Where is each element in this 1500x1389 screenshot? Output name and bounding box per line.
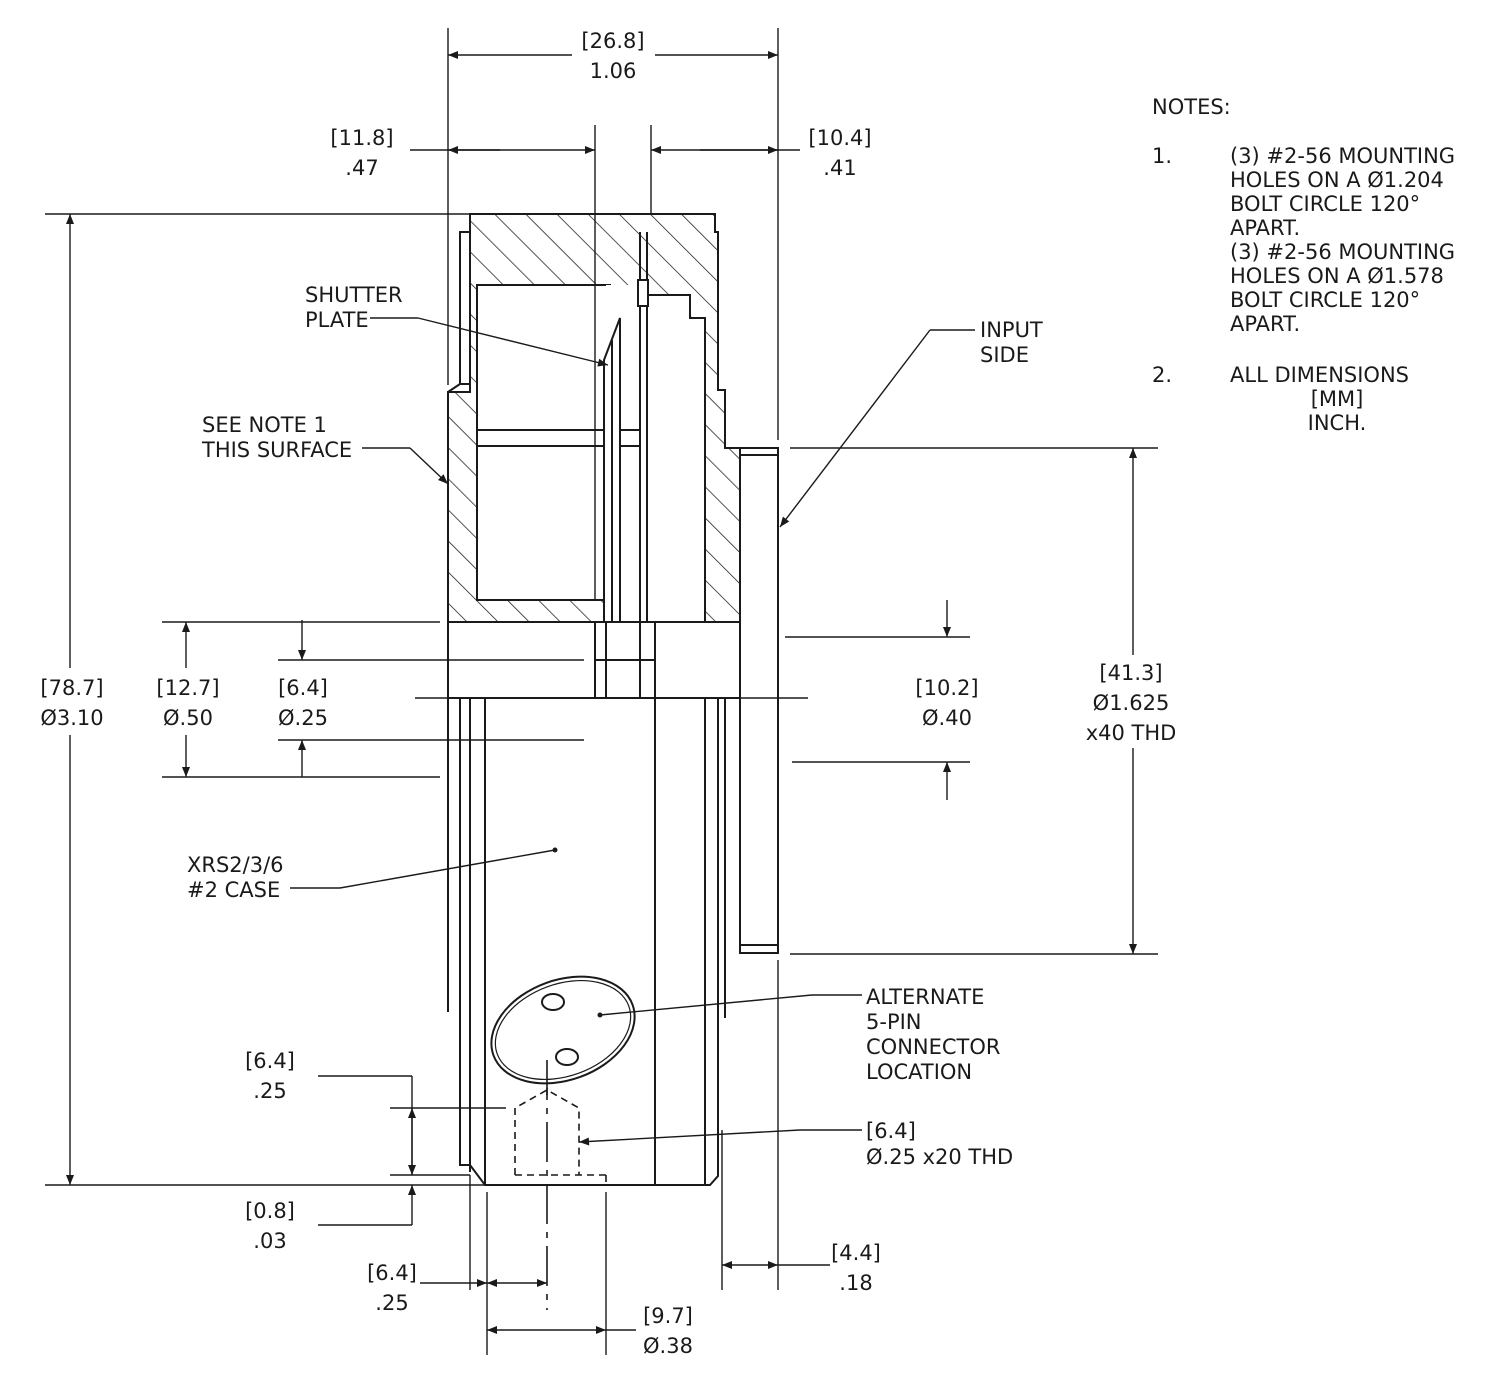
label-connector-1: ALTERNATE xyxy=(866,985,984,1009)
dim-bottom25-mm: [6.4] xyxy=(245,1049,295,1073)
note-2-line-3: INCH. xyxy=(1308,411,1367,435)
lip-chamfer xyxy=(447,383,461,393)
dim-44-inch: .18 xyxy=(839,1271,872,1295)
label-seenote-1: SEE NOTE 1 xyxy=(202,413,327,437)
case-body xyxy=(459,697,719,1186)
connector-inner xyxy=(494,979,632,1081)
dim-left-offset-mm: [11.8] xyxy=(330,126,393,150)
note-2-line-1: ALL DIMENSIONS xyxy=(1230,363,1409,387)
dim-right-offset-inch: .41 xyxy=(823,156,856,180)
inner-cavity xyxy=(476,284,611,601)
connector-pin-2 xyxy=(555,1048,579,1066)
dim-44-mm: [4.4] xyxy=(831,1241,881,1265)
connector-pin-1 xyxy=(541,993,565,1011)
dim-right-offset-mm: [10.4] xyxy=(808,126,871,150)
dim-08-inch: .03 xyxy=(253,1229,286,1253)
leader-note xyxy=(409,447,449,485)
label-seenote-2: THIS SURFACE xyxy=(201,438,352,462)
dim-left-offset-inch: .47 xyxy=(345,156,378,180)
dimension-lines xyxy=(45,28,1158,1355)
label-shutter-1: SHUTTER xyxy=(305,283,403,307)
leader-thread xyxy=(578,1129,801,1146)
left-lip xyxy=(459,231,471,385)
dim-offset25-inch: .25 xyxy=(375,1291,408,1315)
dim-40-mm: [10.2] xyxy=(915,676,978,700)
dimension-texts: [26.8] 1.06 [11.8] .47 [10.4] .41 [78.7]… xyxy=(40,29,1176,1358)
notes-title: NOTES: xyxy=(1152,95,1231,119)
leader-case xyxy=(339,849,556,889)
dim-1625-mm: [41.3] xyxy=(1099,661,1162,685)
dim-1625-inch: Ø1.625 xyxy=(1093,691,1170,715)
note-1-line-5: (3) #2-56 MOUNTING xyxy=(1230,240,1455,264)
note-1-line-8: APART. xyxy=(1230,312,1300,336)
dim-25-mm: [6.4] xyxy=(278,676,328,700)
note-1-line-4: APART. xyxy=(1230,216,1300,240)
inner-cavity-right xyxy=(639,294,706,629)
dim-height-inch: Ø3.10 xyxy=(40,706,103,730)
label-case-2: #2 CASE xyxy=(187,878,280,902)
note-1-line-7: BOLT CIRCLE 120° xyxy=(1230,288,1420,312)
label-connector-4: LOCATION xyxy=(866,1060,972,1084)
note-1-number: 1. xyxy=(1152,144,1172,168)
label-connector-2: 5-PIN xyxy=(866,1010,922,1034)
callout-labels: SHUTTER PLATE INPUT SIDE SEE NOTE 1 THIS… xyxy=(187,283,1043,1084)
dim-50-inch: Ø.50 xyxy=(163,706,213,730)
label-input-2: SIDE xyxy=(980,343,1029,367)
note-1-line-6: HOLES ON A Ø1.578 xyxy=(1230,264,1444,288)
dim-08-mm: [0.8] xyxy=(245,1199,295,1223)
dim-width-inch: 1.06 xyxy=(590,59,637,83)
leader-lines xyxy=(290,317,975,1146)
leader-connector xyxy=(599,994,813,1016)
note-1-line-1: (3) #2-56 MOUNTING xyxy=(1230,144,1455,168)
dim-height-mm: [78.7] xyxy=(40,676,103,700)
leader-input xyxy=(779,329,931,528)
dim-bottom25-inch: .25 xyxy=(253,1079,286,1103)
dim-38-mm: [9.7] xyxy=(643,1304,693,1328)
dim-offset25-mm: [6.4] xyxy=(367,1261,417,1285)
dim-40-inch: Ø.40 xyxy=(922,706,972,730)
dim-thread25-mm: [6.4] xyxy=(866,1119,916,1143)
dim-50-mm: [12.7] xyxy=(156,676,219,700)
label-input-1: INPUT xyxy=(980,318,1043,342)
note-2-number: 2. xyxy=(1152,363,1172,387)
label-case-1: XRS2/3/6 xyxy=(187,853,284,877)
part-body xyxy=(447,213,779,1310)
note-2-line-2: [MM] xyxy=(1311,387,1364,411)
thread-stub xyxy=(739,447,779,954)
dim-25-inch: Ø.25 xyxy=(278,706,328,730)
connector-outer xyxy=(490,975,636,1085)
dim-1625-thread: x40 THD xyxy=(1086,721,1177,745)
label-shutter-2: PLATE xyxy=(305,308,369,332)
leader-case-dot xyxy=(552,847,558,853)
leader-connector-dot xyxy=(597,1012,603,1018)
oring-detail xyxy=(637,279,649,307)
dim-thread25-inch: Ø.25 x20 THD xyxy=(866,1145,1013,1169)
dim-38-inch: Ø.38 xyxy=(643,1334,693,1358)
note-1-line-2: HOLES ON A Ø1.204 xyxy=(1230,168,1444,192)
dim-width-mm: [26.8] xyxy=(581,29,644,53)
notes-block: NOTES: 1. (3) #2-56 MOUNTING HOLES ON A … xyxy=(1152,95,1455,435)
note-1-line-3: BOLT CIRCLE 120° xyxy=(1230,192,1420,216)
leader-shutter xyxy=(417,317,609,367)
label-connector-3: CONNECTOR xyxy=(866,1035,1001,1059)
threaded-hole-hidden xyxy=(514,1089,580,1175)
